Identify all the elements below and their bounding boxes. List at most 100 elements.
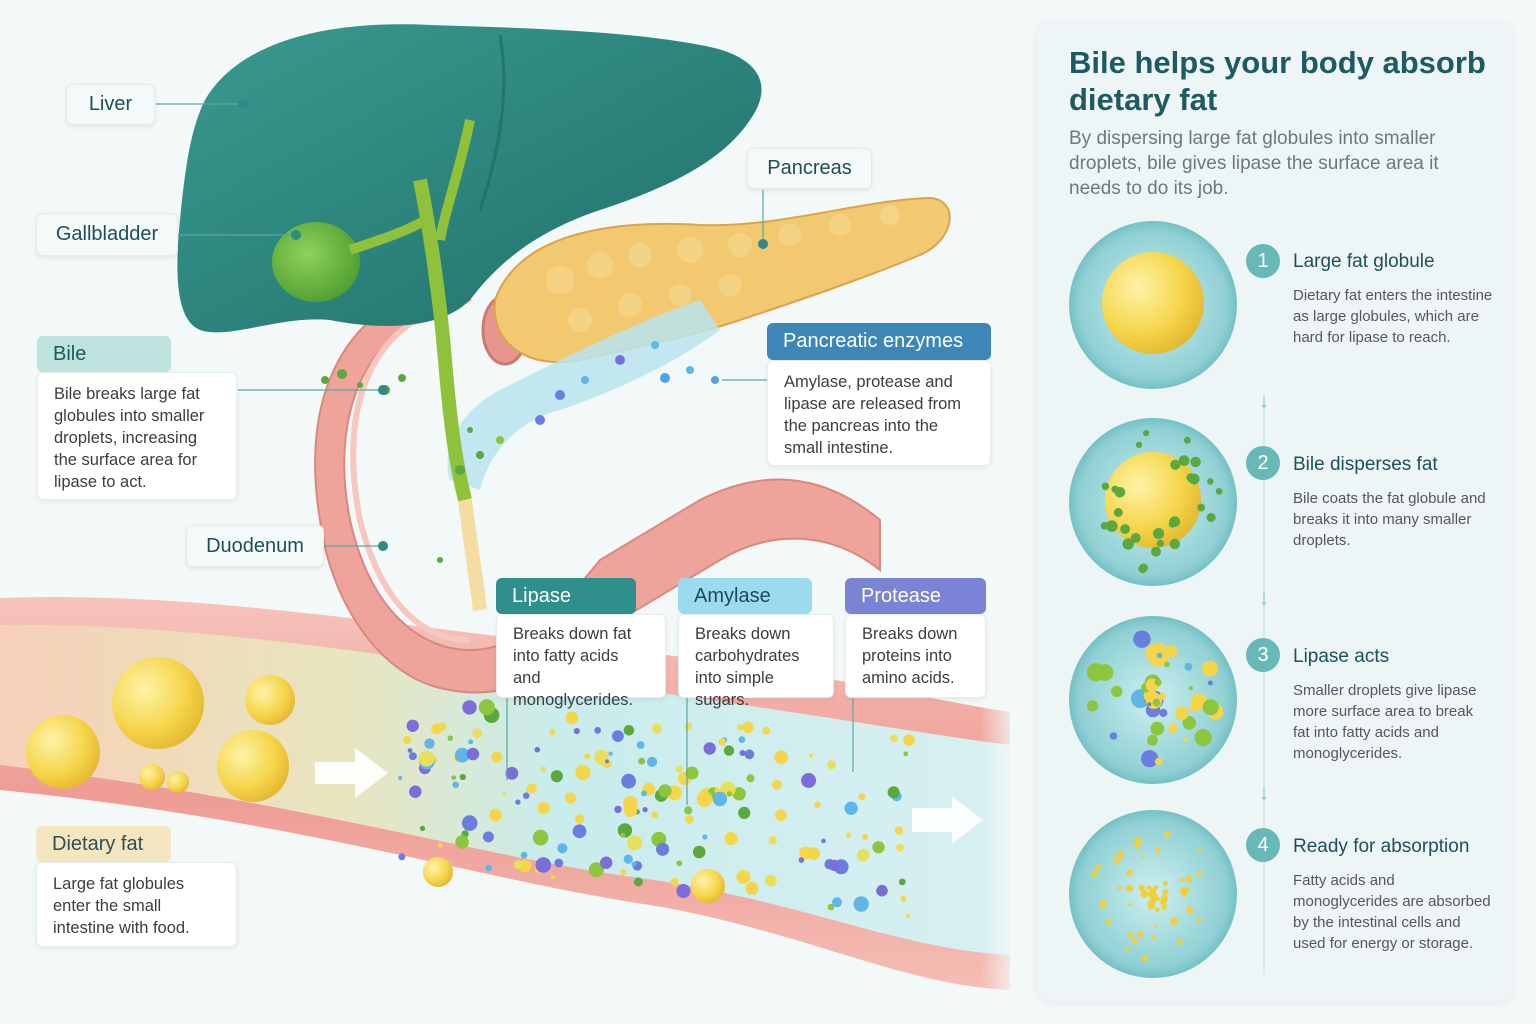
lumen-particle	[452, 781, 460, 789]
lumen-particle	[827, 760, 837, 770]
step2-text: Bile coats the fat globule and breaks it…	[1293, 490, 1486, 549]
bile-droplet	[1168, 520, 1176, 528]
bile-droplet	[1101, 482, 1110, 491]
fatty-acid-speck	[1134, 837, 1142, 846]
bile-title: Bile	[37, 336, 171, 372]
pancreas-label: Pancreas	[747, 148, 872, 189]
lumen-particle	[887, 786, 900, 799]
lumen-particle	[801, 773, 817, 788]
fatty-acid-speck	[1099, 900, 1107, 909]
fatty-acid-speck	[1184, 887, 1190, 893]
bile-droplet	[1215, 488, 1223, 495]
lumen-particle	[903, 734, 915, 746]
lumen-particle	[408, 752, 417, 761]
lumen-particle	[554, 858, 564, 868]
fatty-acid-speck	[1170, 917, 1179, 926]
fatty-acid-speck	[1182, 892, 1187, 897]
fatty-acid-speck	[1127, 931, 1134, 938]
step1-fat-globule	[1102, 252, 1204, 354]
lumen-particle	[896, 843, 905, 852]
droplet	[1147, 702, 1152, 707]
lumen-particle	[564, 792, 577, 804]
lumen-particle	[739, 750, 746, 756]
lumen-particle	[462, 700, 477, 715]
lumen-particle	[675, 765, 683, 773]
step4-title: Ready for absorption	[1293, 836, 1470, 857]
bile-droplet	[1122, 538, 1134, 550]
fatty-acid-speck	[1153, 924, 1157, 928]
lumen-particle	[549, 729, 556, 736]
step3-title: Lipase acts	[1293, 646, 1390, 667]
lumen-particle	[726, 791, 733, 797]
lumen-particle	[620, 869, 627, 876]
fatty-acid-speck	[1155, 847, 1161, 854]
lumen-particle	[407, 748, 413, 753]
duodenum-label: Duodenum	[186, 525, 324, 567]
droplet	[1159, 692, 1167, 700]
fatty-acid-speck	[1161, 903, 1168, 910]
bile-droplet	[1138, 564, 1148, 574]
lumen-particle	[723, 745, 735, 756]
fatty-acid-speck	[1134, 843, 1141, 849]
lumen-particle	[455, 835, 469, 849]
lumen-particle	[502, 792, 507, 797]
lumen-particle	[621, 773, 636, 789]
lumen-particle	[459, 773, 466, 781]
droplet	[1159, 708, 1168, 718]
lumen-particle	[845, 832, 852, 839]
lumen-particle	[676, 884, 691, 898]
step2-title: Bile disperses fat	[1293, 454, 1438, 475]
protease-text: Breaks down proteins into amino acids.	[862, 625, 958, 687]
lumen-particle	[762, 726, 771, 735]
lipase-text: Breaks down fat into fatty acids and mon…	[513, 625, 634, 709]
arrow-down-icon: ↓	[1258, 388, 1270, 413]
lumen-particle	[575, 764, 591, 781]
fatty-acid-speck	[1117, 886, 1122, 891]
lumen-particle	[696, 791, 713, 808]
fatty-acid-speck	[1126, 869, 1133, 876]
lumen-particle	[551, 875, 556, 880]
enzymes-card: Amylase, protease and lipase are release…	[767, 360, 991, 466]
lumen-particle	[718, 738, 726, 746]
panel-subtitle: By dispersing large fat globules into sm…	[1069, 128, 1439, 199]
droplet	[1202, 660, 1218, 677]
lumen-particle	[670, 877, 679, 887]
lumen-particle	[765, 874, 777, 887]
liver-label: Liver	[66, 84, 155, 125]
lumen-particle	[821, 838, 826, 844]
lumen-particle	[684, 806, 693, 815]
bile-droplet	[1190, 456, 1201, 468]
lumen-particle	[608, 751, 613, 756]
lumen-particle	[636, 741, 645, 749]
bile-droplet	[1120, 524, 1130, 534]
lumen-particle	[522, 792, 530, 799]
droplet	[1168, 723, 1178, 734]
bile-droplet	[1151, 546, 1161, 557]
protease-title: Protease	[845, 578, 986, 614]
lumen-particle	[588, 862, 604, 878]
bile-card: Bile breaks large fat globules into smal…	[37, 372, 237, 500]
fatty-acid-speck	[1150, 887, 1154, 891]
bile-droplet	[1153, 528, 1165, 540]
droplet	[1175, 706, 1189, 720]
fatty-acid-speck	[1125, 946, 1130, 951]
lumen-particle	[647, 756, 658, 768]
lipase-card: Breaks down fat into fatty acids and mon…	[496, 614, 666, 709]
gallbladder-label: Gallbladder	[36, 213, 178, 256]
fatty-acid-speck	[1155, 897, 1160, 902]
step3-text: Smaller droplets give lipase more surfac…	[1293, 682, 1477, 762]
lumen-particle	[742, 721, 754, 733]
bile-droplet	[1113, 508, 1123, 517]
fatty-acid-speck	[1113, 857, 1120, 865]
arrow-down-icon: ↓	[1258, 585, 1270, 610]
bile-droplet	[1106, 520, 1118, 532]
lumen-particle	[798, 857, 805, 863]
fatty-acid-speck	[1179, 877, 1184, 882]
lumen-particle	[685, 815, 694, 824]
lumen-particle	[623, 725, 635, 736]
fatty-acid-speck	[1176, 938, 1183, 945]
fatty-acid-speck	[1186, 906, 1194, 914]
protease-card: Breaks down proteins into amino acids.	[845, 614, 986, 698]
lumen-particle	[491, 751, 503, 763]
lumen-particle	[692, 845, 706, 859]
